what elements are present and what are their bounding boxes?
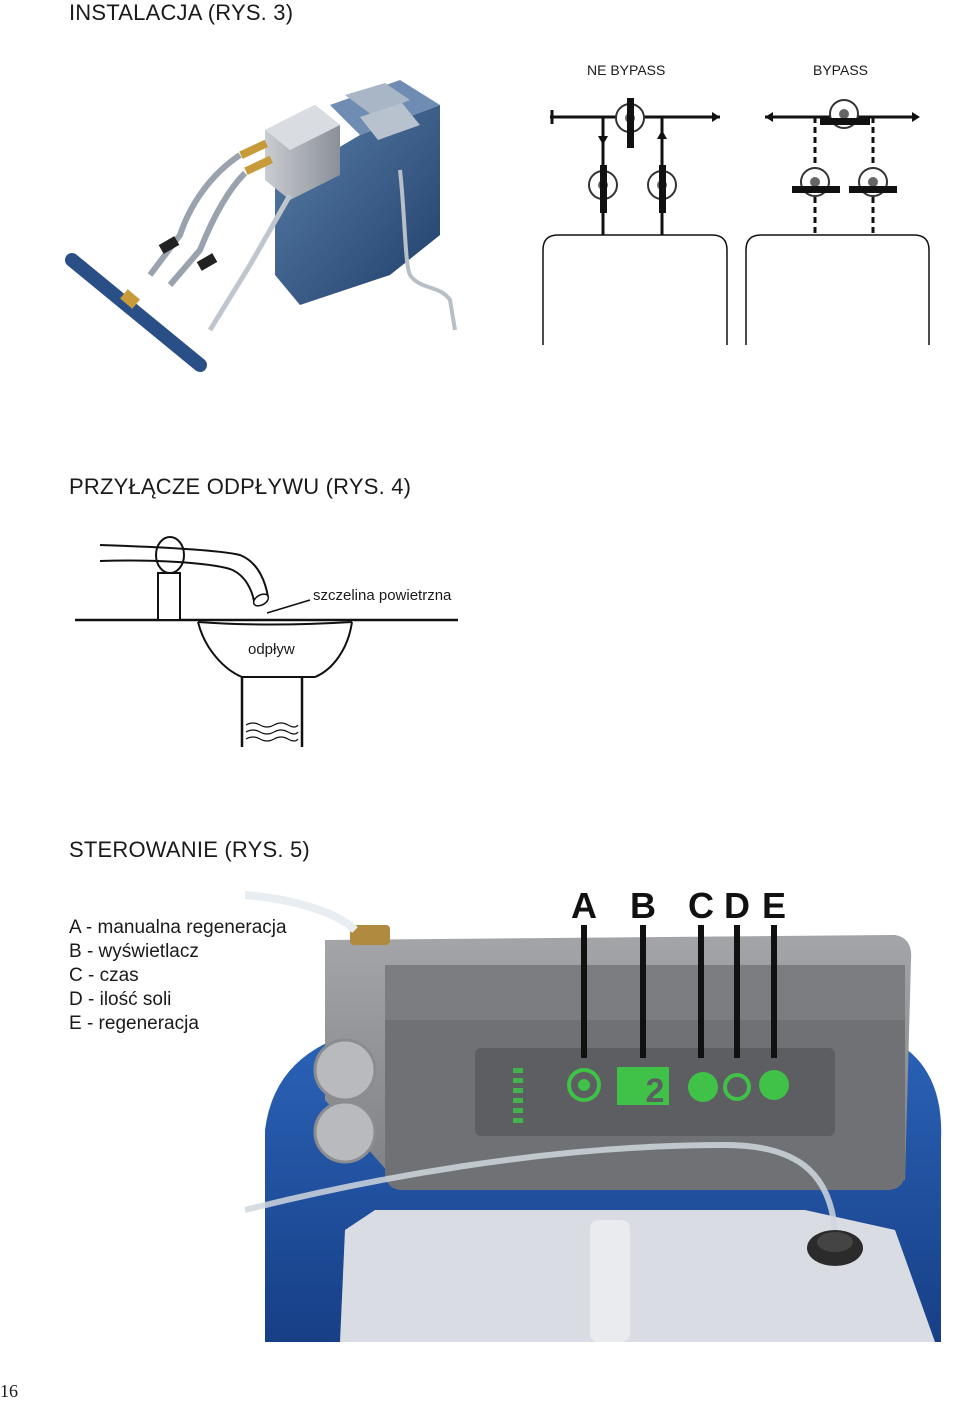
- legend-item-b: B - wyświetlacz: [69, 941, 199, 962]
- letter-b: B: [630, 885, 656, 926]
- legend-item-c: C - czas: [69, 965, 139, 986]
- bypass-assembly: [745, 99, 930, 345]
- letter-d: D: [724, 885, 750, 926]
- not-bypass-assembly: [542, 98, 728, 345]
- installation-title: INSTALACJA (RYS. 3): [69, 0, 294, 25]
- indicator-c-icon: [688, 1072, 718, 1102]
- not-bypass-label: NE BYPASS: [587, 62, 666, 78]
- control-panel-illustration: A B C D E 2: [245, 885, 942, 1342]
- legend-item-e: E - regeneracja: [69, 1013, 199, 1034]
- legend-item-a: A - manualna regeneracja: [69, 917, 287, 938]
- display-digit: 2: [646, 1072, 665, 1110]
- air-gap-label: szczelina powietrzna: [313, 587, 452, 604]
- indicator-d-icon: [723, 1073, 751, 1101]
- indicator-a-icon: [567, 1068, 601, 1102]
- installation-illustration: [65, 80, 457, 372]
- bypass-diagram: [542, 98, 930, 345]
- page-number: 16: [0, 1381, 18, 1401]
- bypass-label: BYPASS: [813, 62, 868, 78]
- drain-label: odpływ: [248, 641, 295, 658]
- display-panel: [617, 1067, 669, 1105]
- drain-diagram: [75, 536, 458, 747]
- drain-title: PRZYŁĄCZE ODPŁYWU (RYS. 4): [69, 474, 412, 499]
- indicator-e-icon: [759, 1070, 789, 1100]
- control-title: STEROWANIE (RYS. 5): [69, 837, 310, 862]
- control-legend: A - manualna regeneracja B - wyświetlacz…: [69, 916, 287, 1036]
- legend-item-d: D - ilość soli: [69, 989, 172, 1010]
- letter-a: A: [571, 885, 597, 926]
- letter-e: E: [762, 885, 786, 926]
- letter-c: C: [688, 885, 714, 926]
